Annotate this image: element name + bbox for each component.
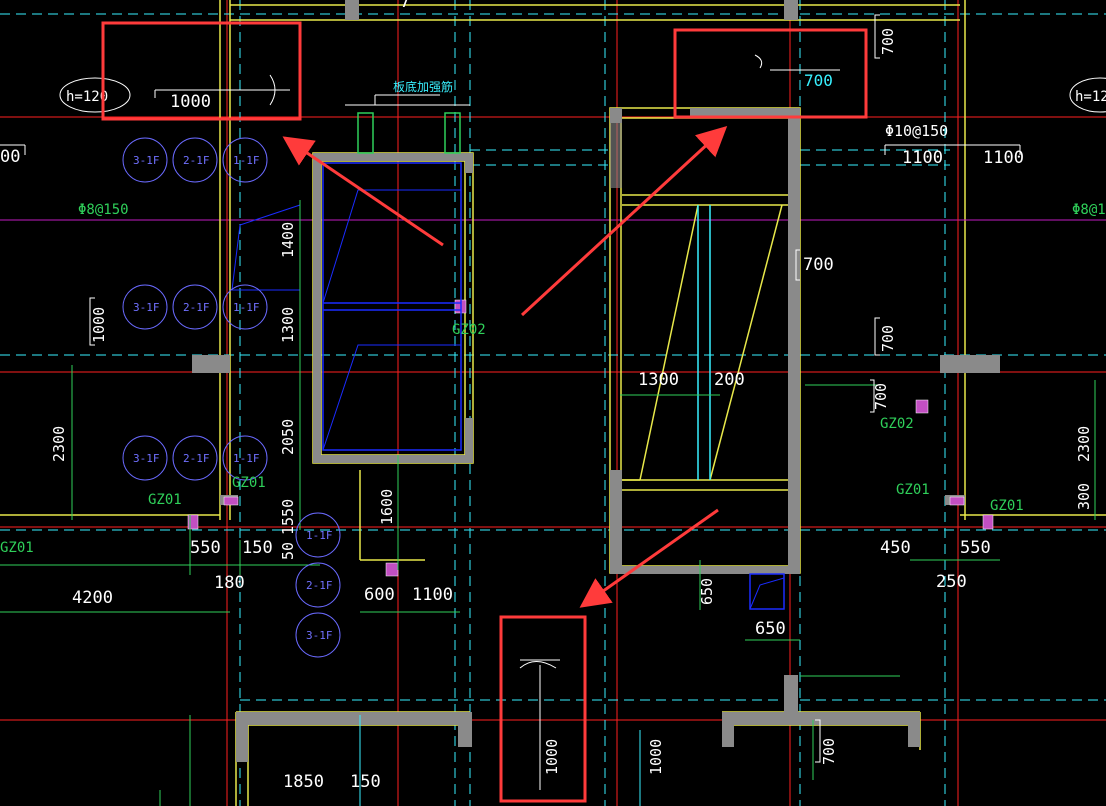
vertical-dimensions: 700 1400 1300 1000 700 700 2300 2050 160… (50, 28, 1093, 775)
dim-text: 550 (190, 538, 221, 558)
dim-text: 700 (803, 255, 834, 275)
dim-text: 2300 (50, 426, 68, 462)
dim-text: 600 (364, 585, 395, 605)
dim-text: 450 (880, 538, 911, 558)
dim-text: 1550 (279, 499, 297, 535)
rebar-label-center: Φ10@150 (885, 122, 948, 140)
arrow-to-bottom (579, 508, 719, 608)
dim-text: 150 (242, 538, 273, 558)
dim-text: 250 (936, 572, 967, 592)
dim-text: 150 (350, 772, 381, 792)
wall-fills (192, 0, 1000, 762)
column-tag: GZ01 (232, 475, 266, 491)
column-tag: GZ01 (896, 482, 930, 498)
dim-text: 1000 (90, 307, 108, 343)
dim-text: 700 (879, 325, 897, 352)
arrow-to-top-right (520, 125, 728, 317)
circle-mark-labels: 3-1F 2-1F 1-1F 3-1F 2-1F 1-1F 3-1F 2-1F … (133, 154, 333, 642)
dimension-lines (0, 200, 1096, 806)
dim-text: 1400 (279, 222, 297, 258)
circle-mark: 3-1F (133, 301, 160, 314)
dim-text: 2050 (279, 419, 297, 455)
dim-text: 550 (960, 538, 991, 558)
dim-text: 1100 (983, 148, 1024, 168)
dim-text: 700 (879, 28, 897, 55)
dim-text: 1000 (543, 739, 561, 775)
horizontal-dimensions: 1000 700 00 1100 1100 700 1300 200 550 1… (0, 0, 1024, 792)
rebar-label-left: Φ8@150 (78, 202, 129, 218)
circle-mark: 2-1F (306, 579, 333, 592)
dim-text: 700 (820, 738, 838, 765)
dim-text: 700 (872, 383, 890, 410)
dim-text: 1100 (412, 585, 453, 605)
column-tag: GZ01 (148, 492, 182, 508)
dim-text: 1600 (378, 489, 396, 525)
dim-text: 1300 (638, 370, 679, 390)
column-tag: GZ01 (990, 498, 1024, 514)
dim-text: 200 (714, 370, 745, 390)
highlight-box-top-right (673, 28, 868, 119)
column-tag: GZ02 (880, 416, 914, 432)
dim-text: 2300 (1075, 426, 1093, 462)
dim-text: 700 (804, 71, 833, 90)
circle-mark: 1-1F (306, 529, 333, 542)
column-tags: GZ02 GZ02 GZ01 GZ01 GZ01 GZ01 GZ01 (0, 322, 1024, 556)
circle-mark: 2-1F (183, 154, 210, 167)
highlight-box-bottom (499, 615, 587, 803)
dim-text: 650 (698, 578, 716, 605)
dim-text: 1300 (279, 307, 297, 343)
dim-text: 300 (1075, 483, 1093, 510)
dim-text: 50 (279, 542, 297, 560)
highlight-boxes (101, 21, 868, 803)
circle-marks (122, 137, 341, 658)
slab-tags: h=120 h=12 (59, 77, 1106, 113)
column-tag: GZ02 (452, 322, 486, 338)
dim-text: 00 (0, 147, 20, 167)
dim-text: 1850 (283, 772, 324, 792)
arrow-to-top-left (282, 136, 444, 247)
circle-mark: 2-1F (183, 301, 210, 314)
dim-text: 650 (755, 619, 786, 639)
column-tag: GZ01 (0, 540, 34, 556)
door-marks (357, 112, 461, 154)
circle-mark: 3-1F (306, 629, 333, 642)
bracket-dims (89, 14, 880, 763)
slab-thickness-tag-left: h=120 (66, 89, 108, 105)
shaft-opening (231, 162, 785, 610)
highlight-box-top-left (101, 21, 302, 121)
dim-text: 1000 (647, 739, 665, 775)
circle-mark: 3-1F (133, 154, 160, 167)
slab-thickness-tag-right: h=12 (1075, 89, 1106, 105)
dim-text: 1100 (902, 148, 943, 168)
circle-mark: 2-1F (183, 452, 210, 465)
dim-text: 180 (214, 573, 245, 593)
circle-mark: 1-1F (233, 452, 260, 465)
circle-mark: 1-1F (233, 301, 260, 314)
rebar-label-right: Φ8@1 (1072, 202, 1106, 218)
circle-mark: 1-1F (233, 154, 260, 167)
rebar-labels: Φ8@150 Φ10@150 Φ8@1 板底加强筋 (78, 79, 1106, 218)
reinforcement-note: 板底加强筋 (393, 79, 453, 94)
dim-text: 7 (400, 0, 410, 12)
dim-text: 1000 (170, 92, 211, 112)
rebar-lines (0, 54, 1106, 790)
dim-text: 4200 (72, 588, 113, 608)
circle-mark: 3-1F (133, 452, 160, 465)
annotation-arrows (282, 125, 728, 608)
